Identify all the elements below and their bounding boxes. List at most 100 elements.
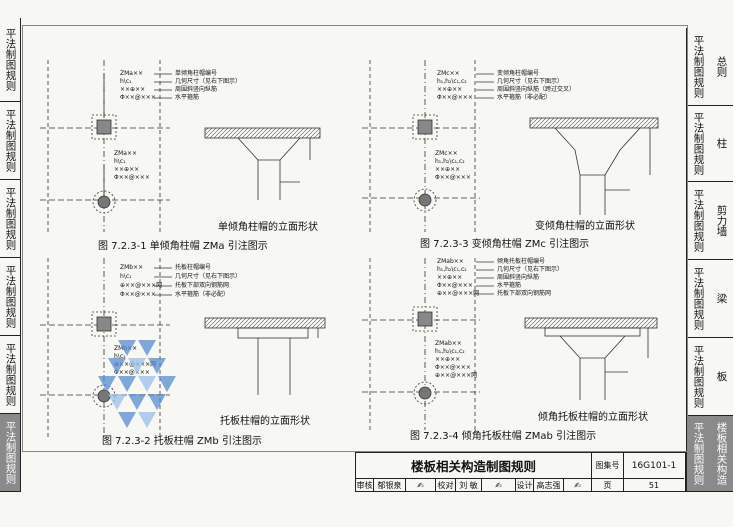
review-label: 审核 xyxy=(356,479,374,491)
fig2-legend-desc-1: 托板柱帽编号 xyxy=(175,264,212,271)
fig1-elevation-caption: 单倾角柱帽的立面形状 xyxy=(218,222,318,233)
fig3-plan-code-2: h₁,h₂\c₁,c₂ xyxy=(437,78,467,85)
right-tab-column[interactable]: 平法制图规则 柱 xyxy=(687,106,733,182)
fig3-legend-desc-4: 水平箍筋（非必配） xyxy=(497,94,552,101)
right-tab-label: 楼板相关构造 xyxy=(715,422,728,485)
fig3-legend-desc-1: 变倾角柱帽编号 xyxy=(497,70,540,77)
fig4-legend-desc-4: 水平箍筋 xyxy=(497,282,522,289)
fig3-annot-1: ZMc×× xyxy=(435,150,458,157)
fig4-plan-code-5: ⊕××@×××网 xyxy=(437,290,480,297)
right-tab-label: 板 xyxy=(715,371,728,382)
fig1-plan-code-4: Φ××@××× xyxy=(120,94,156,101)
fig1-plan-code-1: ZMa×× xyxy=(120,70,144,77)
fig1-plan-code-3: ××⊕×× xyxy=(120,86,146,93)
check-label: 校对 xyxy=(436,479,456,491)
right-tab-general[interactable]: 平法制图规则 总则 xyxy=(687,28,733,106)
right-tab-category: 平法制图规则 xyxy=(692,112,705,175)
fig4-plan xyxy=(362,258,494,430)
right-tab-label: 柱 xyxy=(715,138,728,149)
right-tab-category: 平法制图规则 xyxy=(692,345,705,408)
fig1-legend-desc-4: 水平箍筋 xyxy=(175,94,200,101)
fig4-legend-desc-5: 托板下部双向钢筋网 xyxy=(497,290,552,297)
designer-name: 高志强 xyxy=(534,479,564,491)
left-tab-3[interactable]: 平法制图规则 xyxy=(0,180,20,258)
fig3-plan-code-4: Φ××@××× xyxy=(437,94,473,101)
fig2-legend-desc-2: 几何尺寸（见右下图示） xyxy=(175,273,242,280)
fig1-legend-desc-3: 周围斜竖向纵筋 xyxy=(175,86,218,93)
fig4-legend-desc-3: 周围斜竖向纵筋 xyxy=(497,274,540,281)
reviewer-name: 郁银泉 xyxy=(374,479,406,491)
design-label: 设计 xyxy=(516,479,534,491)
fig2-legend-desc-4: 水平箍筋（非必配） xyxy=(175,291,230,298)
fig4-annot-3: ××⊕×× xyxy=(435,356,461,363)
right-tab-beam[interactable]: 平法制图规则 梁 xyxy=(687,260,733,338)
fig1-plan-code-2: h\c₁ xyxy=(120,78,132,85)
fig4-elevation-caption: 倾角托板柱帽的立面形状 xyxy=(538,412,648,423)
right-tab-category: 平法制图规则 xyxy=(692,422,705,485)
fig4-plan-code-3: ××⊕×× xyxy=(437,274,463,281)
fig2-legend-desc-3: 托板下部双向钢筋网 xyxy=(175,282,230,289)
fig3-legend-desc-2: 几何尺寸（见右下图示） xyxy=(497,78,564,85)
checker-signature: ✍ xyxy=(482,479,516,491)
fig2-plan-code-4: Φ××@××× xyxy=(120,291,156,298)
fig2-annot-4: Φ××@××× xyxy=(114,369,150,376)
fig3-annot-3: ××⊕×× xyxy=(435,166,461,173)
fig1-legend-desc-1: 单倾角柱帽编号 xyxy=(175,70,218,77)
fig4-plan-code-2: h₁,h₂\c₁,c₂ xyxy=(437,266,467,273)
fig4-plan-code-1: ZMab×× xyxy=(437,258,464,265)
fig2-caption: 图 7.2.3-2 托板柱帽 ZMb 引注图示 xyxy=(102,436,262,447)
left-tab-1[interactable]: 平法制图规则 xyxy=(0,18,20,102)
fig3-plan-code-1: ZMc×× xyxy=(437,70,460,77)
fig3-plan-code-3: ××⊕×× xyxy=(437,86,463,93)
fig4-annot-4: Φ××@××× xyxy=(435,364,471,371)
fig4-annot-2: h₁,h₂\c₁,c₂ xyxy=(435,348,465,355)
fig1-legend-desc-2: 几何尺寸（见右下图示） xyxy=(175,78,242,85)
fig4-plan-code-4: Φ××@××× xyxy=(437,282,473,289)
fig1-caption: 图 7.2.3-1 单倾角柱帽 ZMa 引注图示 xyxy=(98,241,268,252)
right-tab-category: 平法制图规则 xyxy=(692,189,705,252)
atlas-no-value: 16G101-1 xyxy=(624,453,684,479)
right-tab-shear-wall[interactable]: 平法制图规则 剪力墙 xyxy=(687,182,733,260)
fig4-annot-5: ⊕××@×××网 xyxy=(435,372,478,379)
reviewer-signature: ✍ xyxy=(406,479,436,491)
fig2-elevation-caption: 托板柱帽的立面形状 xyxy=(220,416,310,427)
fig2-plan-code-3: ⊕××@×××网 xyxy=(120,282,163,289)
right-tab-category: 平法制图规则 xyxy=(692,267,705,330)
sheet-title: 楼板相关构造制图规则 xyxy=(356,453,592,479)
fig4-elevation xyxy=(524,317,658,400)
fig2-elevation xyxy=(204,317,326,395)
atlas-no-label: 图集号 xyxy=(592,453,624,479)
right-tab-slab-related-active[interactable]: 平法制图规则 楼板相关构造 xyxy=(687,416,733,492)
fig1-annot-1: ZMa×× xyxy=(114,150,138,157)
watermark-logo xyxy=(98,340,176,428)
page-label: 页 xyxy=(592,479,624,491)
left-tab-5[interactable]: 平法制图规则 xyxy=(0,336,20,414)
fig1-annot-3: ××⊕×× xyxy=(114,166,140,173)
fig3-annot-2: h₁,h₂\c₁,c₂ xyxy=(435,158,465,165)
right-tab-strip: 平法制图规则 总则 平法制图规则 柱 平法制图规则 剪力墙 平法制图规则 梁 平… xyxy=(686,28,733,492)
checker-name: 刘 敏 xyxy=(456,479,482,491)
fig2-plan xyxy=(40,258,172,440)
left-tab-strip: 平法制图规则 平法制图规则 平法制图规则 平法制图规则 平法制图规则 平法制图规… xyxy=(0,18,21,492)
fig3-annot-4: Φ××@××× xyxy=(435,174,471,181)
right-tab-label: 梁 xyxy=(715,293,728,304)
right-tab-slab[interactable]: 平法制图规则 板 xyxy=(687,338,733,416)
fig2-plan-code-2: h\c₁ xyxy=(120,273,132,280)
page-number: 51 xyxy=(648,480,660,490)
fig1-plan xyxy=(40,60,172,232)
fig4-annot-1: ZMab×× xyxy=(435,340,462,347)
designer-signature: ✍ xyxy=(564,479,592,491)
fig3-plan xyxy=(362,60,494,232)
fig3-elevation xyxy=(529,117,659,215)
fig1-elevation xyxy=(204,127,321,200)
left-tab-6-active[interactable]: 平法制图规则 xyxy=(0,414,20,492)
right-tab-label: 总则 xyxy=(715,56,728,77)
fig4-legend-desc-2: 几何尺寸（见右下图示） xyxy=(497,266,564,273)
fig2-annot-2: h\c₁ xyxy=(114,353,126,360)
fig3-legend-desc-3: 周围斜竖向纵筋（跨过交叉） xyxy=(497,86,576,93)
left-tab-2[interactable]: 平法制图规则 xyxy=(0,102,20,180)
fig4-legend-desc-1: 倾角托板柱帽编号 xyxy=(497,258,546,265)
left-tab-4[interactable]: 平法制图规则 xyxy=(0,258,20,336)
